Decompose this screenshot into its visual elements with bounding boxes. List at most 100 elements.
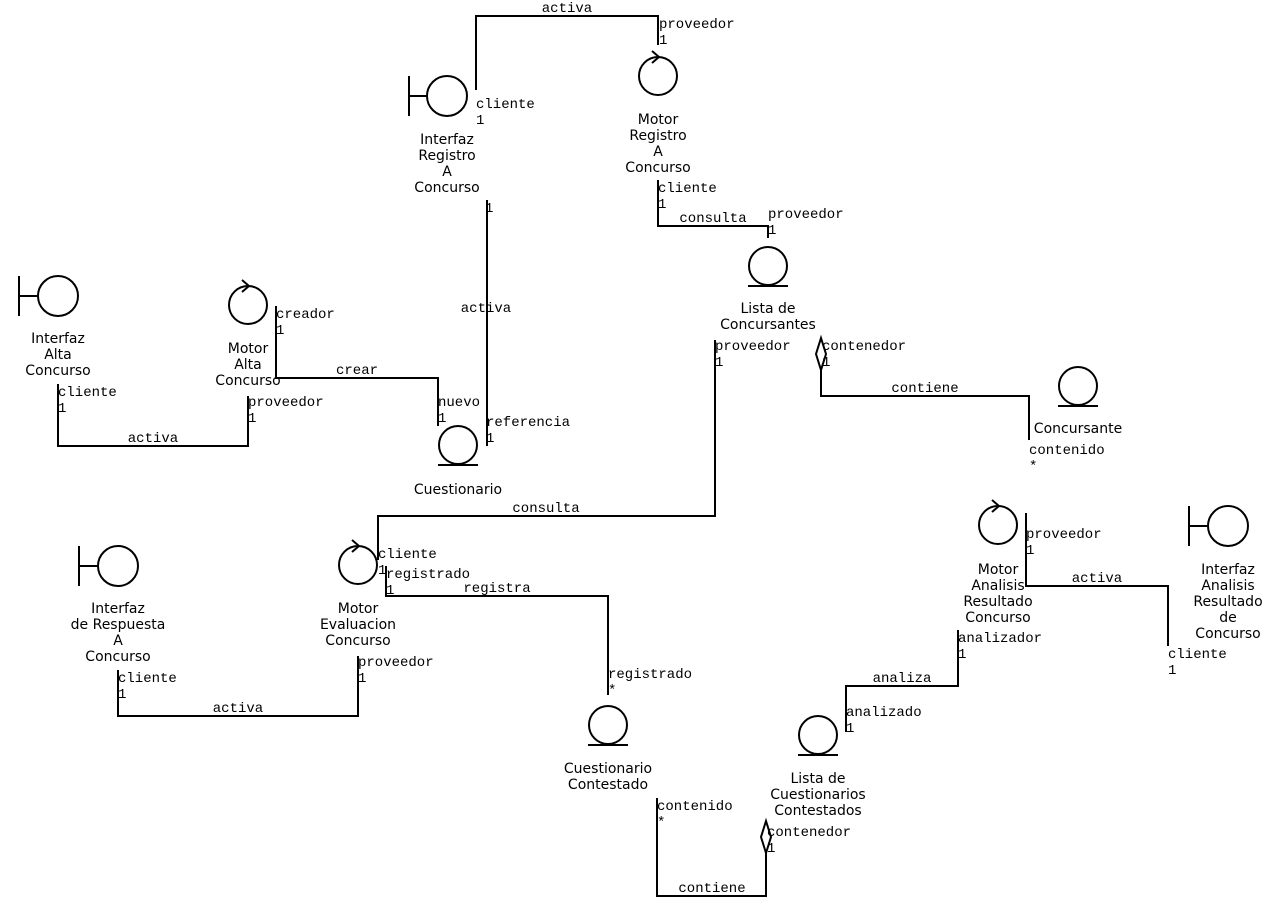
multiplicity-label: 1 [715,355,723,371]
role-label: registrado [386,567,470,583]
connector-alta-activa[interactable] [57,384,249,447]
node-name: A [653,144,663,160]
connector-reg-consulta[interactable] [657,180,769,238]
multiplicity-label: 1 [658,197,666,213]
node-lista-concursantes[interactable]: Lista de Concursantes [720,246,816,333]
control-icon [228,279,268,325]
multiplicity-label: 1 [822,355,830,371]
assoc-label: activa [461,301,511,317]
boundary-icon [1188,505,1249,547]
role-label: cliente [378,547,437,563]
node-name: Interfaz [31,331,85,347]
node-name: Contestado [568,777,648,793]
multiplicity-label: 1 [846,721,854,737]
assoc-reg-consulta: cliente 1 consulta proveedor 1 [658,181,844,239]
connector-reg-activa[interactable] [475,15,659,90]
assoc-alta-crear: creador 1 crear nuevo 1 [276,307,480,427]
role-label: proveedor [1026,527,1102,543]
node-motor-registro[interactable]: Motor Registro A Concurso [625,50,691,176]
aggregation-diamond-concursantes [814,334,828,374]
role-label: analizado [846,705,922,721]
connector-cc-contiene[interactable] [656,798,767,897]
node-motor-analisis[interactable]: Motor Analisis Resultado Concurso [963,499,1033,626]
node-name: Evaluacion [320,617,396,633]
multiplicity-label: 1 [386,583,394,599]
assoc-resp-activa: cliente 1 activa proveedor 1 [118,655,434,717]
multiplicity-label: 1 [276,323,284,339]
node-name: Cuestionarios [770,787,865,803]
assoc-eval-consulta: proveedor 1 consulta cliente 1 [378,339,791,579]
multiplicity-label: 1 [358,671,366,687]
multiplicity-label: 1 [485,201,493,217]
control-icon [638,50,678,96]
assoc-analisis-activa: proveedor 1 activa cliente 1 [1026,527,1227,679]
node-name: de [1219,610,1237,626]
role-label: analizador [958,631,1042,647]
multiplicity-label: * [1029,459,1037,475]
connector-eval-registra[interactable] [385,566,609,695]
connector-analiza[interactable] [845,630,959,732]
node-lista-cuestionarios[interactable]: Lista de Cuestionarios Contestados [770,715,866,819]
role-label: proveedor [358,655,434,671]
assoc-label: crear [336,363,378,379]
role-label: proveedor [248,395,324,411]
entity-icon [1058,366,1098,407]
node-name: Motor [978,562,1019,578]
node-motor-evaluacion[interactable]: Motor Evaluacion Concurso [320,539,396,649]
node-interfaz-alta[interactable]: Interfaz Alta Concurso [18,275,91,379]
role-label: proveedor [768,207,844,223]
assoc-label: activa [213,701,263,717]
connector-eval-consulta[interactable] [377,340,716,560]
node-concursante[interactable]: Concursante [1034,366,1122,437]
role-label: contenido [657,799,733,815]
node-interfaz-respuesta[interactable]: Interfaz de Respuesta A Concurso [71,545,166,665]
node-motor-alta[interactable]: Motor Alta Concurso [215,279,281,389]
node-name: Concursante [1034,421,1122,437]
node-cuestionario-contestado[interactable]: Cuestionario Contestado [564,705,652,793]
assoc-label: activa [128,431,178,447]
node-name: Concurso [25,363,90,379]
connector-analisis-activa[interactable] [1025,513,1169,646]
connector-resp-activa[interactable] [117,656,359,717]
boundary-icon [408,75,468,117]
role-label: referencia [486,415,570,431]
node-name: Concurso [965,610,1030,626]
entity-icon [588,705,628,746]
control-icon [978,499,1018,545]
multiplicity-label: 1 [438,411,446,427]
node-name: Alta [44,347,72,363]
node-name: Motor [338,601,379,617]
assoc-analiza: analizador 1 analiza analizado 1 [846,631,1042,737]
control-icon [338,539,378,585]
role-label: cliente [118,671,177,687]
connector-alta-crear[interactable] [275,306,439,426]
multiplicity-label: 1 [378,563,386,579]
entity-icon [438,425,478,466]
node-name: Interfaz [91,601,145,617]
multiplicity-label: 1 [1168,663,1176,679]
role-label: cliente [58,385,117,401]
assoc-alta-activa: cliente 1 activa proveedor 1 [58,385,324,447]
multiplicity-label: 1 [958,647,966,663]
multiplicity-label: 1 [58,401,66,417]
role-label: proveedor [659,17,735,33]
node-interfaz-registro[interactable]: Interfaz Registro A Concurso [408,75,480,196]
node-name: Concurso [85,649,150,665]
assoc-concursante-contiene: contenedor 1 contiene contenido * [822,339,1105,475]
node-cuestionario[interactable]: Cuestionario [414,425,502,498]
connector-concursante-contiene[interactable] [820,370,1030,440]
role-label: contenedor [767,825,851,841]
node-name: de Respuesta [71,617,166,633]
role-label: cliente [1168,647,1227,663]
node-name: Motor [638,112,679,128]
node-name: Interfaz [1201,562,1255,578]
multiplicity-label: * [657,815,665,831]
node-interfaz-analisis[interactable]: Interfaz Analisis Resultado de Concurso [1188,505,1263,642]
multiplicity-label: 1 [659,33,667,49]
connector-lines [57,15,1169,897]
node-name: A [442,164,452,180]
node-name: Resultado [963,594,1032,610]
assoc-cuestionarios-contiene: contenido * contiene contenedor 1 [657,799,851,897]
role-label: contenedor [822,339,906,355]
